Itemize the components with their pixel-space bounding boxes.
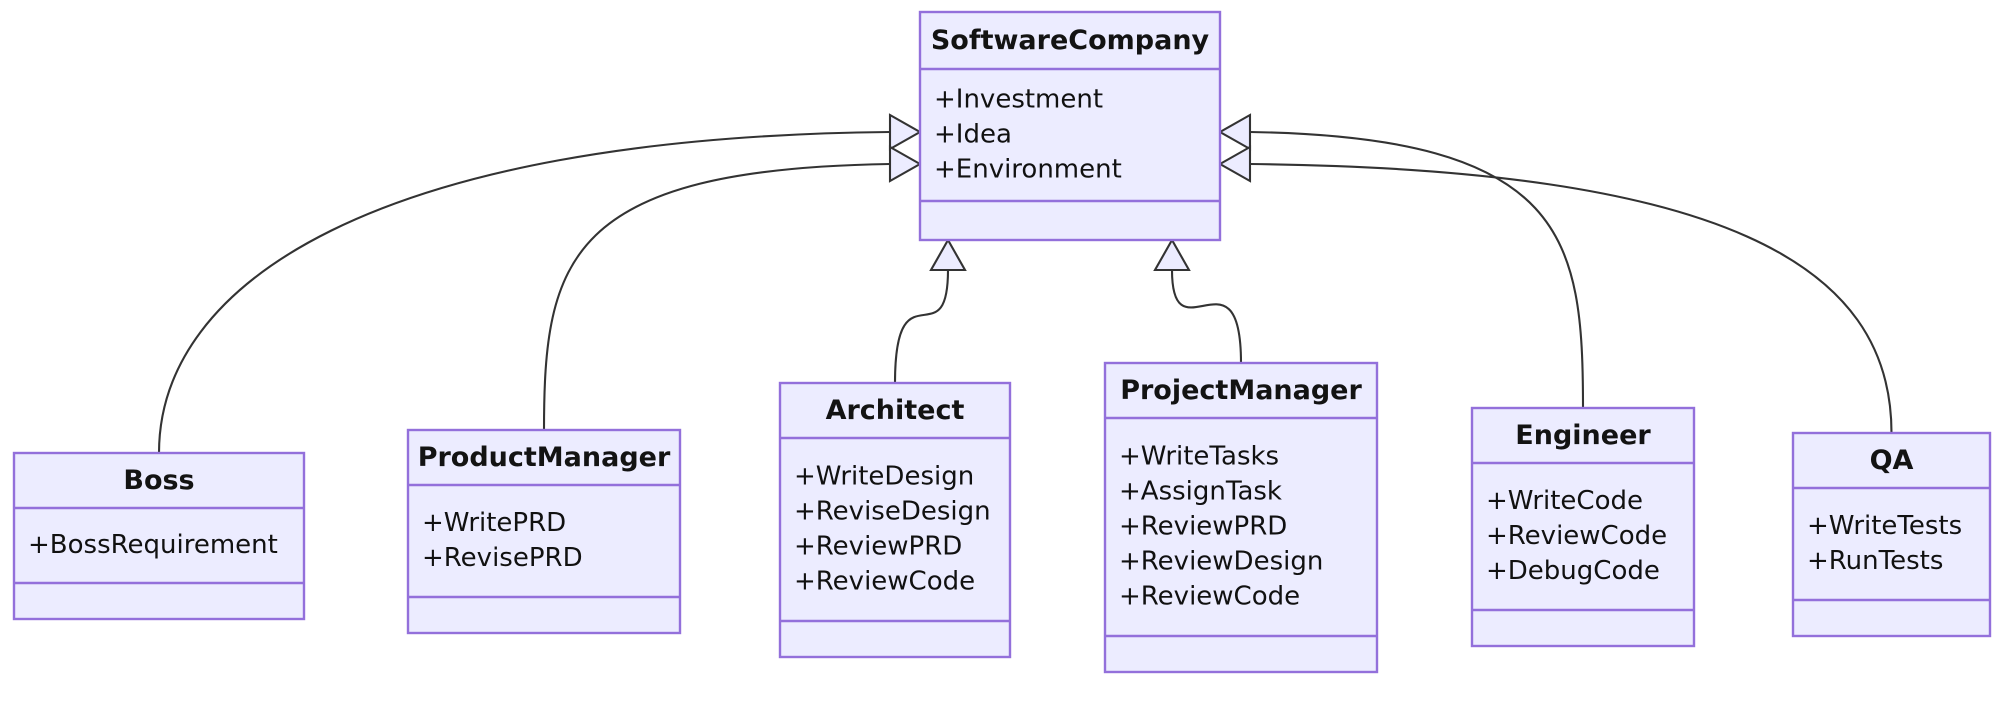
class-name-label: SoftwareCompany: [931, 25, 1210, 56]
class-attribute: +ReviewPRD: [1119, 512, 1287, 542]
edge-path: [893, 269, 950, 384]
class-node-boss[interactable]: Boss +BossRequirement: [12, 451, 306, 621]
class-name-label: Architect: [826, 395, 965, 426]
inheritance-arrowhead-icon: [888, 145, 923, 183]
edge-path: [1249, 162, 1893, 434]
inheritance-arrowhead-icon: [888, 113, 923, 151]
class-attribute: +ReviewCode: [1119, 582, 1300, 612]
classes-layer: SoftwareCompany +Investment +Idea +Environm…: [12, 10, 1992, 674]
class-name-label: Engineer: [1515, 420, 1651, 451]
generalization-edge-engineer-to-company[interactable]: [1217, 113, 1585, 409]
class-attribute: +Environment: [934, 155, 1122, 185]
edge-path: [542, 162, 891, 431]
class-name-label: QA: [1870, 445, 1914, 476]
class-attribute: +AssignTask: [1119, 477, 1282, 507]
class-attribute: +ReviewPRD: [794, 532, 962, 562]
class-attribute: +WriteTasks: [1119, 442, 1279, 472]
inheritance-arrowhead-icon: [929, 237, 967, 272]
generalization-edge-productmanager-to-company[interactable]: [542, 145, 923, 431]
class-attribute: +ReviewDesign: [1119, 547, 1323, 577]
class-attribute: +Investment: [934, 85, 1103, 115]
generalization-edge-architect-to-company[interactable]: [893, 237, 967, 384]
class-name-label: ProductManager: [418, 442, 671, 473]
edge-path: [1249, 130, 1585, 409]
class-attribute: +RevisePRD: [422, 543, 583, 573]
inheritance-arrowhead-icon: [1217, 145, 1252, 183]
relationships-layer: [157, 113, 1893, 454]
class-attribute: +ReviewCode: [1486, 521, 1667, 551]
class-attribute: +ReviewCode: [794, 567, 975, 597]
class-node-qa[interactable]: QA +WriteTests +RunTests: [1791, 431, 1992, 638]
class-name-label: ProjectManager: [1120, 375, 1362, 406]
class-node-software-company[interactable]: SoftwareCompany +Investment +Idea +Environm…: [918, 10, 1222, 242]
inheritance-arrowhead-icon: [1217, 113, 1252, 151]
class-attribute: +WriteTests: [1807, 511, 1962, 541]
class-attribute: +Idea: [934, 120, 1012, 150]
class-node-project-manager[interactable]: ProjectManager +WriteTasks +AssignTask +Rev…: [1103, 361, 1379, 674]
class-node-architect[interactable]: Architect +WriteDesign +ReviseDesign +Revie…: [778, 381, 1012, 659]
class-attribute: +WritePRD: [422, 508, 566, 538]
class-attribute: +BossRequirement: [28, 530, 278, 560]
class-attribute: +RunTests: [1807, 546, 1943, 576]
class-node-product-manager[interactable]: ProductManager +WritePRD +RevisePRD: [406, 428, 682, 635]
class-attribute: +WriteCode: [1486, 486, 1643, 516]
class-name-label: Boss: [123, 465, 194, 496]
edge-path: [157, 130, 891, 454]
class-node-engineer[interactable]: Engineer +WriteCode +ReviewCode +DebugCode: [1470, 406, 1696, 648]
class-attribute: +ReviseDesign: [794, 497, 991, 527]
class-attribute: +DebugCode: [1486, 556, 1660, 586]
inheritance-arrowhead-icon: [1153, 237, 1191, 272]
generalization-edge-projectmanager-to-company[interactable]: [1153, 237, 1243, 364]
generalization-edge-boss-to-company[interactable]: [157, 113, 923, 454]
generalization-edge-qa-to-company[interactable]: [1217, 145, 1893, 434]
edge-path: [1170, 269, 1243, 364]
class-attribute: +WriteDesign: [794, 462, 974, 492]
